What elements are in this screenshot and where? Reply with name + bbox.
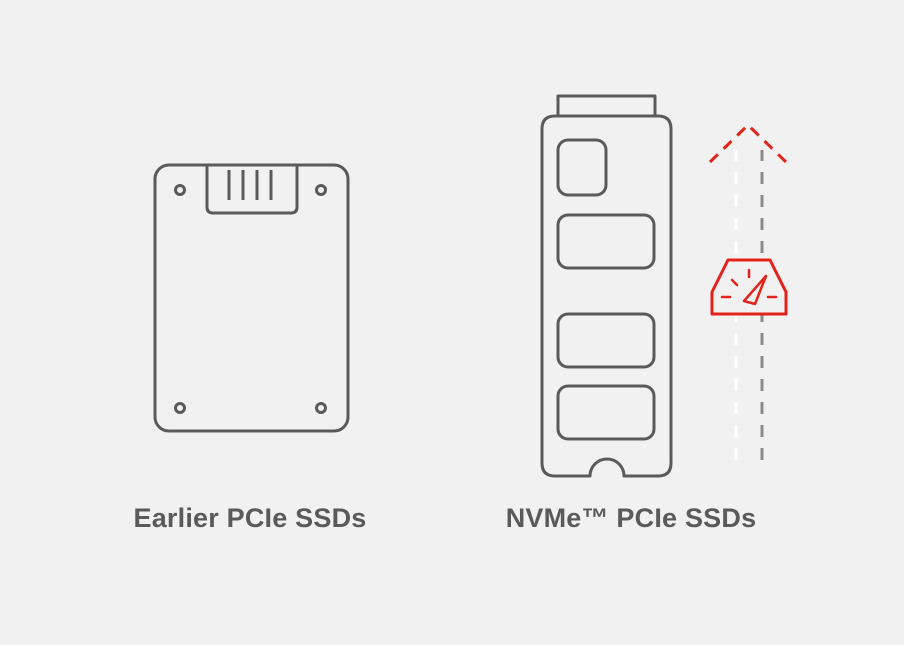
screw-hole: [315, 184, 327, 196]
gauge-body: [710, 258, 788, 316]
m2-nvme-ssd-icon: [540, 94, 673, 478]
nand-chip: [556, 384, 656, 441]
screw-hole: [174, 184, 186, 196]
nand-chip: [556, 213, 656, 270]
controller-chip: [556, 138, 608, 197]
arrow-head: [708, 122, 788, 164]
m2-board: [540, 114, 673, 478]
screw-hole: [315, 402, 327, 414]
label-earlier-pcie-ssds: Earlier PCIe SSDs: [133, 503, 367, 533]
m2-connector-tab: [556, 94, 657, 116]
ssd-body: [153, 163, 350, 433]
ssd-connector: [205, 166, 299, 215]
sata-ssd-icon: [153, 163, 350, 433]
screw-hole: [174, 402, 186, 414]
speedometer-icon: [710, 258, 788, 316]
label-nvme-pcie-ssds: NVMe™ PCIe SSDs: [505, 503, 757, 533]
up-arrow-icon: [708, 122, 788, 460]
nand-chip: [556, 312, 656, 369]
gauge-tick: [730, 278, 739, 287]
gauge-needle: [742, 274, 768, 306]
